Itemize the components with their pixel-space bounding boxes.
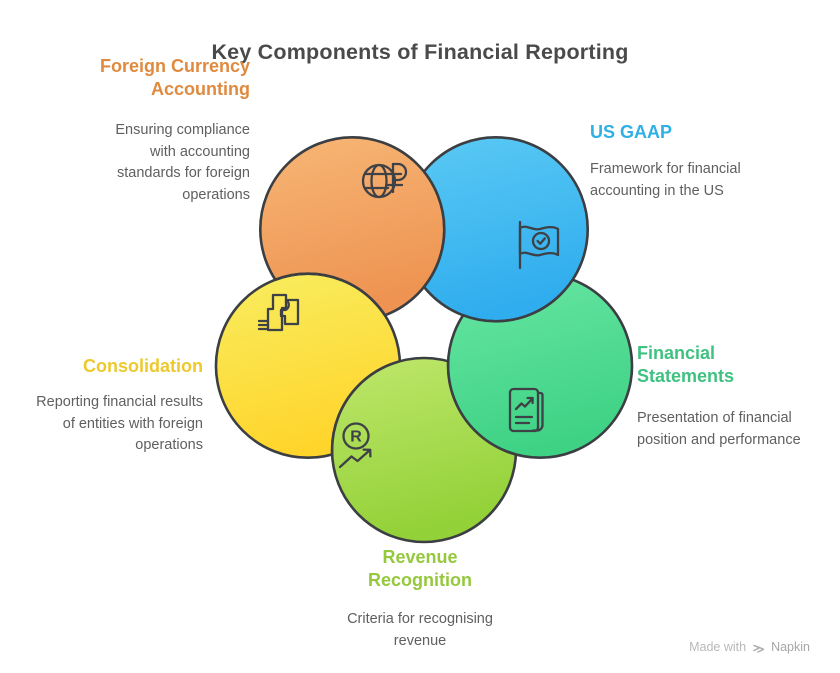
revenue-arrow-icon: R	[338, 422, 372, 469]
watermark-prefix: Made with	[689, 640, 747, 654]
item-label: Financial Statements	[637, 343, 735, 386]
watermark-brand: Napkin	[771, 640, 810, 654]
item-revenue-recognition: Revenue Recognition Criteria for recogni…	[310, 546, 530, 652]
item-us-gaap: US GAAP Framework for financial accounti…	[590, 121, 795, 202]
flag-check-icon	[518, 220, 560, 270]
item-description: Presentation of financial position and p…	[637, 410, 801, 448]
item-label: Consolidation	[83, 356, 203, 376]
report-chart-icon	[508, 387, 544, 433]
item-label: Revenue Recognition	[368, 547, 472, 590]
globe-currency-icon	[361, 162, 408, 199]
item-consolidation: Consolidation Reporting financial result…	[0, 355, 203, 457]
item-description: Ensuring compliance with accounting stan…	[115, 122, 250, 203]
merge-entities-icon	[257, 293, 300, 332]
made-with-napkin-link[interactable]: Made with Napkin	[689, 640, 810, 654]
item-label: Foreign Currency Accounting	[99, 56, 250, 99]
item-description: Criteria for recognising revenue	[347, 611, 493, 649]
item-foreign-currency-accounting: Foreign Currency Accounting Ensuring com…	[25, 55, 250, 206]
item-label: US GAAP	[590, 122, 673, 142]
svg-text:R: R	[350, 429, 362, 446]
napkin-logo-icon	[753, 644, 765, 653]
page-title: Key Components of Financial Reporting	[211, 40, 629, 65]
item-description: Reporting financial results of entities …	[36, 394, 203, 453]
item-financial-statements: Financial Statements Presentation of fin…	[637, 342, 822, 451]
item-description: Framework for financial accounting in th…	[590, 161, 741, 199]
